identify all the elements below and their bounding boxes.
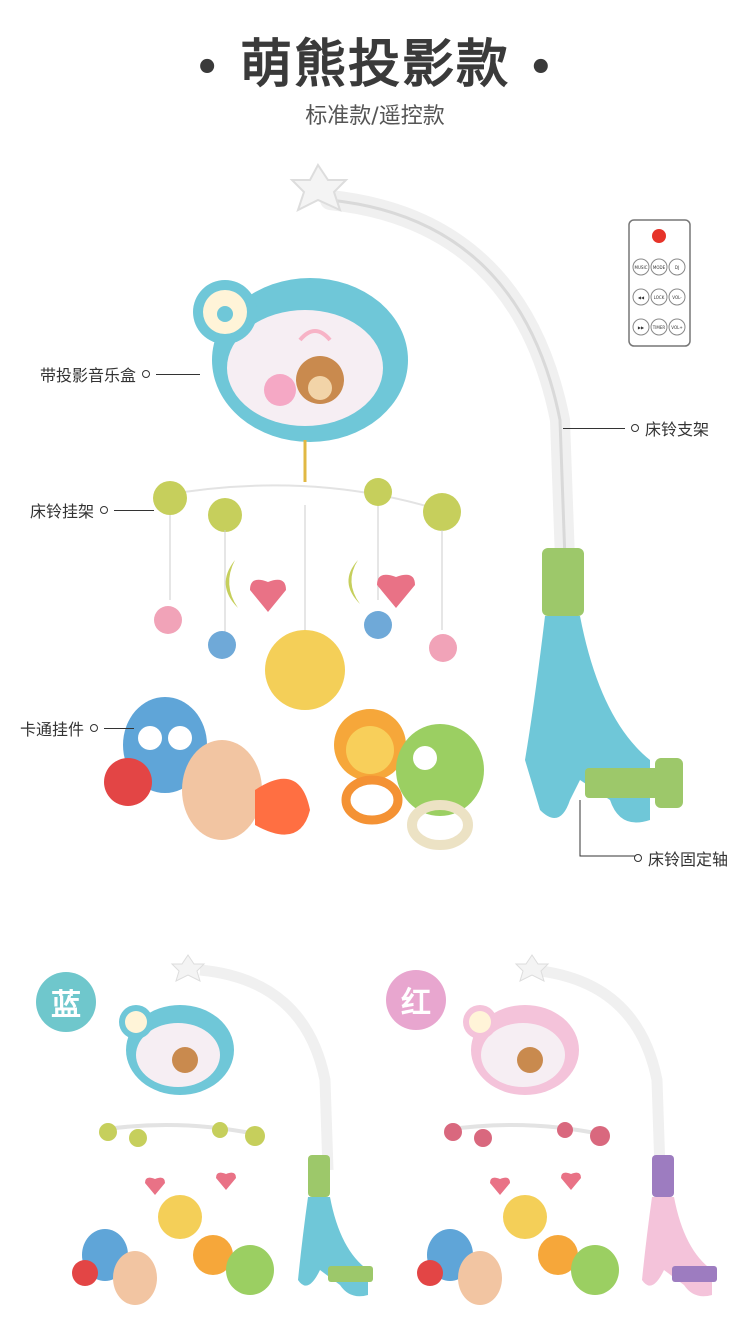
star-hook-icon [289, 163, 349, 212]
callout-music-box: 带投影音乐盒 [40, 362, 201, 386]
remote-button [632, 288, 650, 306]
remote-button-label: ◀◀ [638, 295, 645, 300]
callout-clamp: 床铃固定轴 [634, 846, 728, 870]
power-icon [652, 229, 666, 243]
pink-flower [429, 634, 457, 662]
remote-button [668, 288, 686, 306]
blue-variant-illustration [72, 954, 373, 1305]
green-collar [542, 548, 584, 616]
remote-button [668, 318, 686, 336]
hanger-ball [423, 493, 461, 531]
remote-control: MUSIC MODE DJ ◀◀ LOCK VOL- ▶▶ TIMER VOL+ [628, 219, 691, 347]
hanger-ball [153, 481, 187, 515]
callout-clamp-leader [579, 800, 638, 857]
remote-button-label: MUSIC [635, 265, 648, 270]
yellow-ball [265, 630, 345, 710]
pig-icon [264, 374, 296, 406]
remote-button-label: VOL- [672, 295, 682, 300]
page-title: • 萌熊投影款 • [0, 22, 750, 97]
teether-ring [255, 778, 310, 835]
star-hook-icon [170, 954, 206, 982]
moon-icon [225, 560, 238, 608]
remote-button-label: DJ [675, 265, 679, 270]
callout-arm: 床铃支架 [563, 416, 709, 440]
remote-button-label: TIMER [652, 325, 666, 330]
heart-icon [377, 574, 415, 608]
remote-button [650, 318, 668, 336]
pink-flower [154, 606, 182, 634]
hanger-ball [208, 498, 242, 532]
remote-button [650, 288, 668, 306]
remote-button [632, 318, 650, 336]
remote-button-label: ▶▶ [638, 325, 645, 330]
blue-flower [208, 631, 236, 659]
bullet-dot-right: • [528, 45, 556, 91]
remote-button [668, 258, 686, 276]
remote-button-label: VOL+ [671, 325, 682, 330]
bullet-dot-left: • [194, 45, 222, 91]
dino-toy [396, 724, 484, 816]
pink-variant-illustration [417, 954, 717, 1305]
callout-toys: 卡通挂件 [20, 716, 135, 740]
variant-badge-red: 红 [386, 970, 446, 1030]
title-text: 萌熊投影款 [239, 35, 510, 95]
remote-button-label: MODE [653, 265, 666, 270]
variant-badge-blue: 蓝 [36, 972, 96, 1032]
page-subtitle: 标准款/遥控款 [305, 104, 445, 129]
callout-hanger: 床铃挂架 [30, 498, 155, 522]
squirrel-toy [182, 740, 262, 840]
main-product-illustration [104, 163, 683, 850]
clamp-screw [585, 768, 660, 798]
moon-icon [348, 560, 360, 604]
rainbow-icon [298, 329, 332, 342]
remote-button [650, 258, 668, 276]
remote-button [632, 258, 650, 276]
blue-flower [364, 611, 392, 639]
remote-button-label: LOCK [654, 295, 665, 300]
heart-icon [250, 579, 286, 612]
star-hook-icon [514, 954, 550, 982]
hanger-ball [364, 478, 392, 506]
